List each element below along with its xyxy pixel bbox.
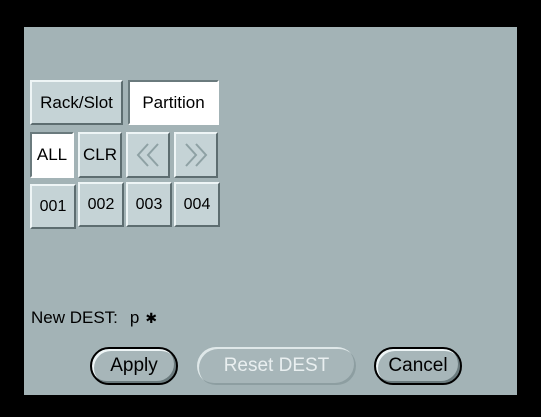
destination-panel: Rack/Slot Partition ALL CLR 001 002 003 … [24,27,517,395]
tab-partition[interactable]: Partition [128,80,219,125]
double-chevron-left-icon [136,143,159,167]
slot-button-004[interactable]: 004 [174,182,220,227]
next-page-button[interactable] [174,132,218,178]
new-dest-row: New DEST: p ✱ [31,308,157,328]
slot-button-002[interactable]: 002 [78,182,124,227]
previous-page-button[interactable] [126,132,170,178]
asterisk-marker: ✱ [145,309,158,326]
tab-rack-slot[interactable]: Rack/Slot [30,80,123,125]
clear-button[interactable]: CLR [78,132,122,178]
slot-button-001[interactable]: 001 [30,184,76,229]
cancel-button[interactable]: Cancel [374,347,462,385]
slot-button-003[interactable]: 003 [126,182,172,227]
new-dest-label: New DEST: [31,308,118,327]
all-button[interactable]: ALL [30,132,74,178]
apply-button[interactable]: Apply [90,347,178,385]
new-dest-value: p [129,308,140,327]
reset-dest-button[interactable]: Reset DEST [197,347,356,385]
double-chevron-right-icon [185,143,208,167]
